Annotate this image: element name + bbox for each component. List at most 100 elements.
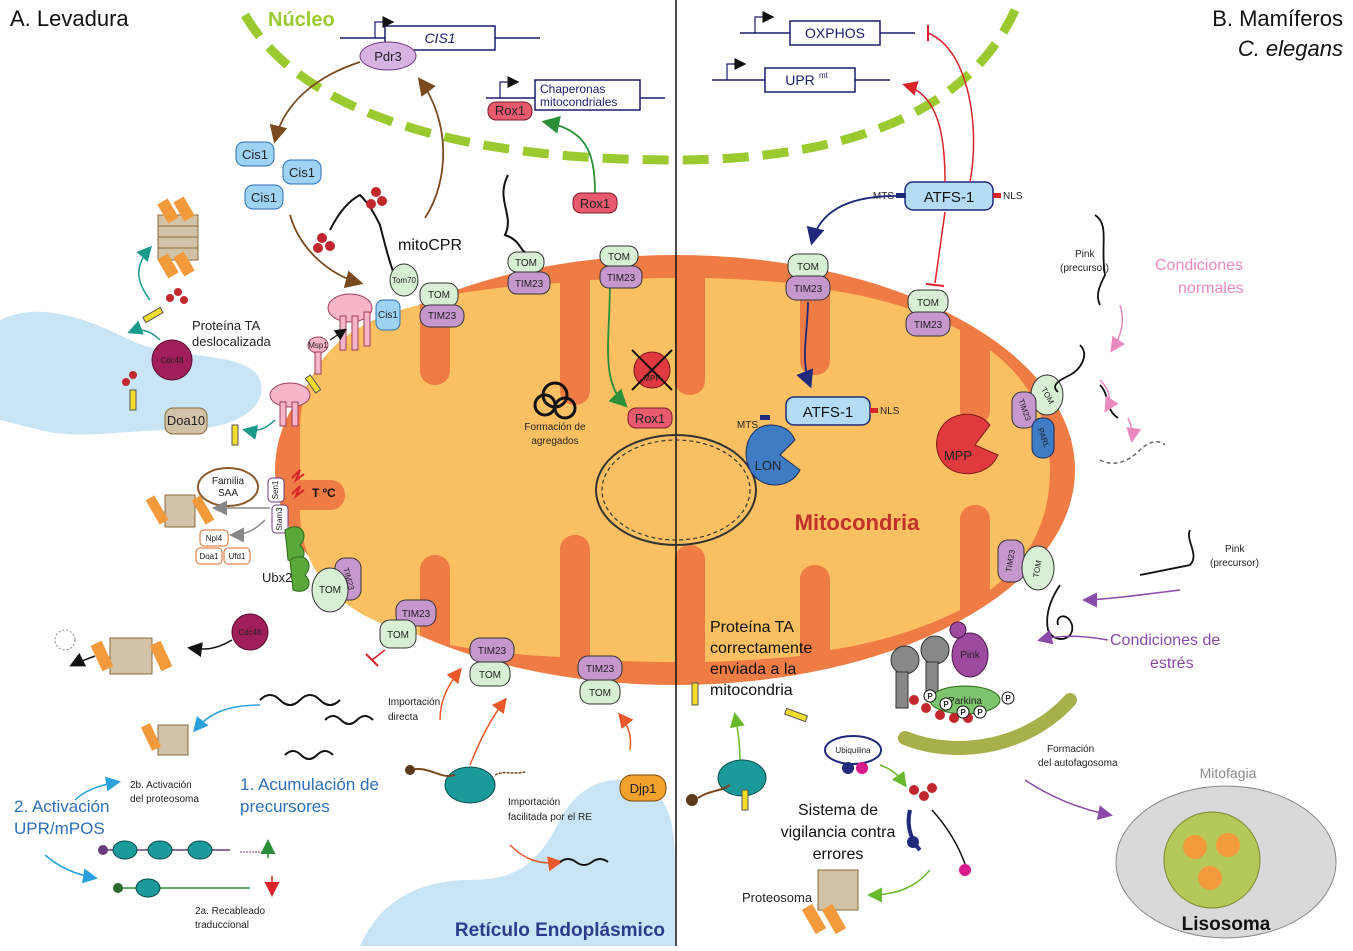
cis1-cytosolic-2: Cis1 xyxy=(282,159,322,185)
surveillance-label-2: vigilancia contra xyxy=(781,824,896,841)
svg-text:MPP: MPP xyxy=(643,374,660,383)
pdr3-protein: Pdr3 xyxy=(359,41,417,71)
rox1-to-nucleus-arrow xyxy=(541,116,596,194)
recabling-label-2: traduccional xyxy=(195,920,249,931)
mitochondria-label: Mitocondria xyxy=(795,510,920,535)
cdc48-left-bottom: Cdc48 xyxy=(231,613,269,651)
tom-left-2: TOM xyxy=(311,567,349,613)
svg-text:TOM: TOM xyxy=(797,262,819,273)
proteasome-bottom-left xyxy=(90,637,173,675)
svg-text:ATFS-1: ATFS-1 xyxy=(803,404,854,421)
svg-text:Rox1: Rox1 xyxy=(635,411,665,426)
ribosomes-polysome xyxy=(98,839,276,860)
djp1: Djp1 xyxy=(619,774,667,802)
tom-right-4: TOM xyxy=(1021,545,1055,591)
svg-text:Cis1: Cis1 xyxy=(289,165,315,180)
ta-protein-yellow-1 xyxy=(304,374,322,394)
tom70-complex: Tom70 xyxy=(389,263,419,297)
svg-text:OXPHOS: OXPHOS xyxy=(805,25,865,41)
svg-text:Tom70: Tom70 xyxy=(392,276,417,285)
svg-text:TIM23: TIM23 xyxy=(428,311,457,322)
mitocpr-to-nucleus-arrow xyxy=(417,77,445,219)
pdr3-to-cis1-arrow xyxy=(269,61,361,144)
direct-import-label-1: Importación xyxy=(388,697,440,708)
parl: PARL xyxy=(1031,417,1055,459)
recabling-label-1: 2a. Recableado xyxy=(195,906,265,917)
svg-text:Pink: Pink xyxy=(960,650,980,661)
svg-text:Doa10: Doa10 xyxy=(167,413,205,428)
ta-correct-label-4: mitocondria xyxy=(710,682,793,699)
sen1-stam3: Sen1 Stam3 xyxy=(267,477,289,534)
tim23-top-2: TIM23 xyxy=(599,265,643,289)
proteasome-right xyxy=(801,869,859,935)
mpp-crossed: MPP xyxy=(631,349,673,391)
ub-cluster-top xyxy=(313,187,387,253)
cdc48-left-top: Cdc48 xyxy=(151,339,193,381)
svg-text:NLS: NLS xyxy=(1003,191,1023,202)
svg-text:Chaperonas: Chaperonas xyxy=(540,82,605,96)
svg-text:P: P xyxy=(977,708,983,717)
svg-text:CIS1: CIS1 xyxy=(424,30,455,46)
svg-text:Ufd1: Ufd1 xyxy=(229,552,246,561)
tom-left-1: TOM xyxy=(419,282,459,308)
lysosome: Lisosoma xyxy=(1115,785,1337,939)
svg-text:MPP: MPP xyxy=(944,448,972,463)
atfs1-inhibits-import xyxy=(934,211,946,284)
svg-text:TIM23: TIM23 xyxy=(586,664,615,675)
svg-text:Cis1: Cis1 xyxy=(378,310,398,321)
svg-text:TOM: TOM xyxy=(479,670,501,681)
tom-bottom-3: TOM xyxy=(579,679,621,705)
cis1-cytosolic-1: Cis1 xyxy=(235,141,275,167)
rox1-nuclear: Rox1 xyxy=(487,101,533,121)
svg-text:ATFS-1: ATFS-1 xyxy=(924,189,975,206)
svg-text:Cdc48: Cdc48 xyxy=(238,628,262,637)
tom-bottom-1: TOM xyxy=(379,619,417,649)
autophagosome-label-1: Formación xyxy=(1047,744,1094,755)
rox1-matrix: Rox1 xyxy=(627,407,673,429)
ub-chain-right xyxy=(909,783,937,801)
svg-text:Npl4: Npl4 xyxy=(206,534,223,543)
er-import-label-1: Importación xyxy=(508,797,560,808)
npl4-complex: Npl4 Doa1 Ufd1 xyxy=(195,529,251,565)
tim23-right-3: TIM23 xyxy=(1011,391,1037,429)
saa-family: Familia SAA xyxy=(197,467,259,507)
svg-text:P: P xyxy=(1005,694,1011,703)
atfs1-import-arrow xyxy=(806,195,897,246)
svg-text:TOM: TOM xyxy=(1032,559,1044,578)
ub-cluster-cdc48 xyxy=(122,371,137,386)
svg-text:TIM23: TIM23 xyxy=(794,284,823,295)
tom-top-1: TOM xyxy=(507,251,545,273)
rox1-import-arrow xyxy=(607,279,628,408)
svg-text:TOM: TOM xyxy=(319,585,341,596)
precursor-coil-3 xyxy=(284,750,334,760)
normal-conditions-1: Condiciones xyxy=(1155,257,1243,274)
tim23-bottom-2: TIM23 xyxy=(469,637,515,663)
mpp-right: MPP xyxy=(936,413,999,475)
precursor-coil-1 xyxy=(259,694,341,706)
ta-correct-label-1: Proteína TA xyxy=(710,619,794,636)
upr-activation-label-2: UPR/mPOS xyxy=(14,819,105,838)
mitochondrion-matrix xyxy=(300,278,1050,662)
svg-text:P: P xyxy=(960,708,966,717)
er-membrane-bottom xyxy=(360,780,675,946)
svg-text:TOM: TOM xyxy=(387,630,409,641)
svg-text:Lisosoma: Lisosoma xyxy=(1182,914,1271,935)
er-label: Retículo Endoplásmico xyxy=(455,920,665,941)
normal-conditions-2: normales xyxy=(1178,280,1244,297)
svg-text:mt: mt xyxy=(819,71,829,80)
svg-text:TIM23: TIM23 xyxy=(914,320,943,331)
svg-text:Msp1: Msp1 xyxy=(308,341,328,350)
gray-receptors xyxy=(890,635,950,709)
svg-text:MTS: MTS xyxy=(737,420,758,431)
ribosome-er xyxy=(405,765,526,804)
proteasome-activation-1: 2b. Activación xyxy=(130,780,192,791)
ta-mislocalized-label-2: deslocalizada xyxy=(192,334,272,349)
mitophagy-label: Mitofagia xyxy=(1200,765,1257,781)
phospho-ub-chain: P P P P P xyxy=(909,689,1015,723)
proteasome-label: Proteosoma xyxy=(742,890,813,905)
aggregates-label-2: agregados xyxy=(531,436,578,447)
svg-text:Parkina: Parkina xyxy=(948,696,982,707)
panel-b-title: B. Mamíferos xyxy=(1212,6,1343,31)
svg-text:TIM23: TIM23 xyxy=(1004,548,1017,572)
gene-uprmt: UPR mt xyxy=(712,58,890,93)
